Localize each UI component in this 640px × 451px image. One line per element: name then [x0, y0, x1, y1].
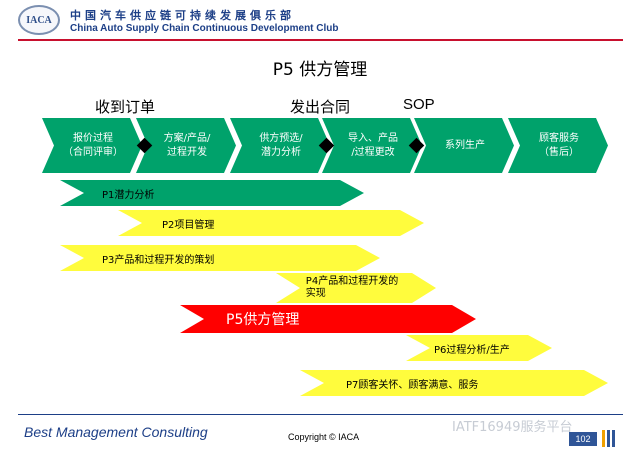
page-number: 102	[569, 432, 597, 446]
phase-development: 方案/产品/ 过程开发	[136, 118, 236, 173]
process-p4-label: P4产品和过程开发的 实现	[305, 276, 399, 299]
club-name-en: China Auto Supply Chain Continuous Devel…	[70, 23, 339, 34]
footer-divider	[18, 414, 623, 415]
phase-customer-service-label: 顾客服务 （售后）	[539, 132, 579, 158]
process-arrow-p7: P7顾客关怀、顾客满意、服务	[300, 370, 608, 396]
process-arrow-p3: P3产品和过程开发的策划	[60, 245, 380, 271]
phase-series-production: 系列生产	[414, 118, 514, 173]
phase-series-production-label: 系列生产	[445, 139, 485, 151]
process-p3-label: P3产品和过程开发的策划	[102, 254, 215, 266]
process-p1-label: P1潜力分析	[102, 189, 155, 201]
footer-brand: Best Management Consulting	[24, 424, 208, 440]
phase-supplier-preselection: 供方预选/ 潜力分析	[230, 118, 330, 173]
phase-development-label: 方案/产品/ 过程开发	[163, 132, 211, 158]
process-p5-label: P5供方管理	[226, 312, 300, 328]
milestone-order-received: 收到订单	[95, 98, 156, 116]
phase-customer-service: 顾客服务 （售后）	[508, 118, 608, 173]
process-p7-label: P7顾客关怀、顾客满意、服务	[346, 379, 479, 391]
header-divider	[18, 39, 623, 41]
footer-bars-icon	[602, 430, 618, 447]
phase-quotation-label: 报价过程 （合同评审）	[63, 132, 123, 158]
phase-supplier-preselection-label: 供方预选/ 潜力分析	[259, 132, 303, 158]
phase-introduction: 导入、产品 /过程更改	[322, 118, 422, 173]
process-arrow-p6: P6过程分析/生产	[406, 335, 552, 361]
slide-title: P5 供方管理	[272, 60, 368, 80]
milestone-contract-issued: 发出合同	[290, 98, 351, 116]
process-arrow-p5: P5供方管理	[180, 305, 476, 333]
logo-text: IACA	[26, 14, 52, 26]
phase-quotation: 报价过程 （合同评审）	[42, 118, 142, 173]
footer-copyright: Copyright © IACA	[288, 432, 360, 442]
process-arrow-p2: P2项目管理	[118, 210, 424, 236]
process-arrow-p1: P1潜力分析	[60, 180, 364, 206]
milestone-sop: SOP	[403, 96, 435, 113]
club-name-cn: 中国汽车供应链可持续发展俱乐部	[70, 9, 295, 22]
phase-introduction-label: 导入、产品 /过程更改	[348, 132, 398, 158]
watermark: IATF16949服务平台	[452, 420, 573, 435]
iaca-logo: IACA	[18, 5, 60, 35]
process-arrow-p4: P4产品和过程开发的 实现	[276, 273, 436, 303]
process-p2-label: P2项目管理	[162, 219, 215, 231]
process-p6-label: P6过程分析/生产	[434, 344, 510, 356]
